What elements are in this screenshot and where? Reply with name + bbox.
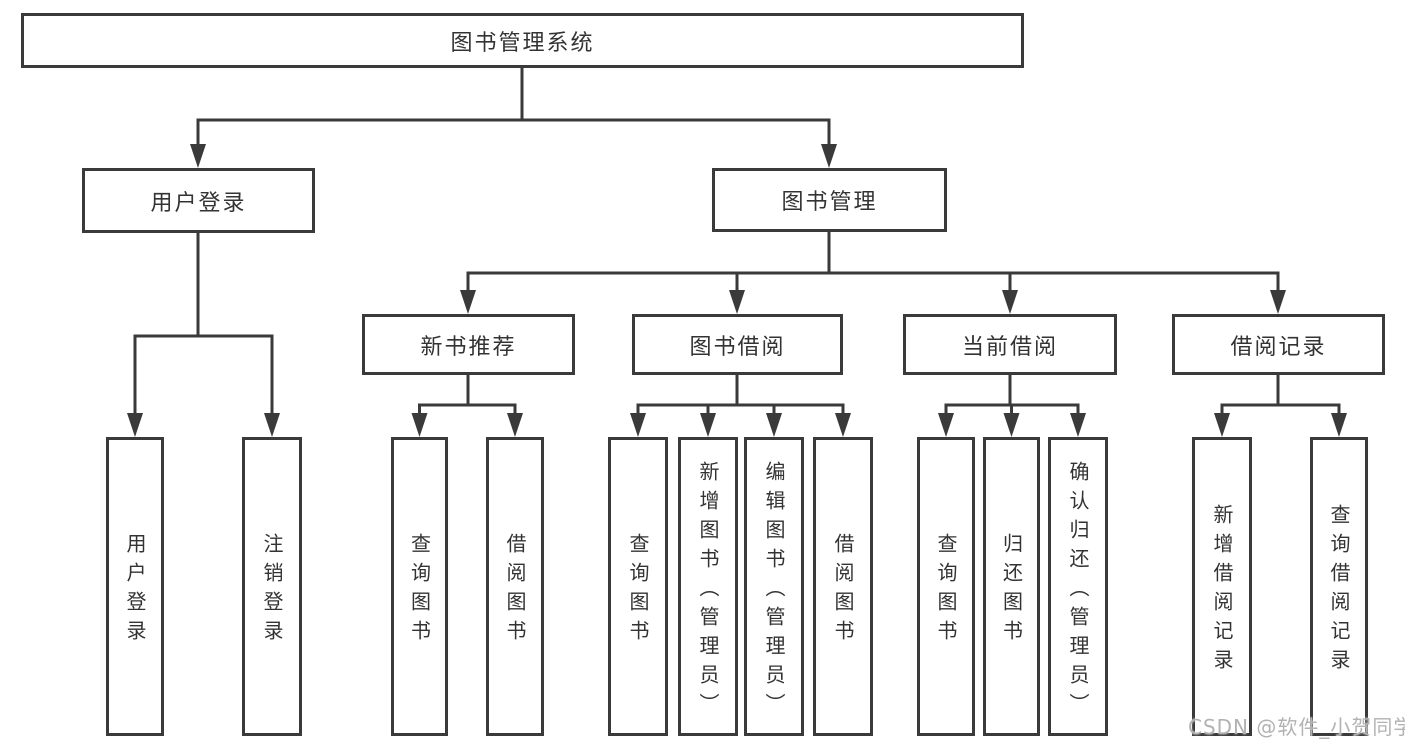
leaf-user-login-label: 用户登录 bbox=[123, 533, 147, 649]
connector-book-management-children bbox=[460, 232, 1286, 314]
leaf-add-books-admin: 新增图书（管理员） bbox=[678, 437, 738, 736]
connector-borrow-records-children bbox=[1214, 375, 1347, 437]
node-library-system-label: 图书管理系统 bbox=[450, 30, 595, 56]
node-book-management-label: 图书管理 bbox=[781, 190, 878, 215]
leaf-query-books-borrow-label: 查询图书 bbox=[626, 533, 650, 649]
leaf-borrow-books-recommend: 借阅图书 bbox=[486, 437, 544, 736]
node-user-login: 用户登录 bbox=[82, 168, 315, 233]
node-borrow-records: 借阅记录 bbox=[1172, 314, 1385, 375]
arrowhead-down-icon bbox=[1003, 413, 1020, 437]
arrowhead-down-icon bbox=[1331, 413, 1347, 437]
leaf-query-books-borrow: 查询图书 bbox=[608, 437, 668, 736]
leaf-add-borrow-record-label: 新增借阅记录 bbox=[1210, 504, 1234, 678]
leaf-query-books-recommend: 查询图书 bbox=[391, 437, 448, 736]
arrowhead-down-icon bbox=[190, 144, 206, 168]
node-book-borrow: 图书借阅 bbox=[632, 314, 843, 375]
arrowhead-down-icon bbox=[729, 290, 745, 314]
leaf-borrow-books-recommend-label: 借阅图书 bbox=[503, 533, 527, 649]
node-current-borrow-label: 当前借阅 bbox=[961, 334, 1058, 360]
leaf-query-borrow-record-label: 查询借阅记录 bbox=[1327, 504, 1351, 678]
leaf-user-login: 用户登录 bbox=[106, 437, 164, 736]
leaf-query-borrow-record: 查询借阅记录 bbox=[1310, 437, 1368, 736]
leaf-edit-books-admin: 编辑图书（管理员） bbox=[744, 437, 804, 736]
leaf-return-books: 归还图书 bbox=[983, 437, 1040, 736]
connector-user-login-children bbox=[127, 233, 280, 437]
arrowhead-down-icon bbox=[411, 413, 428, 437]
connector-root-to-level2 bbox=[190, 68, 837, 168]
leaf-return-books-label: 归还图书 bbox=[999, 533, 1024, 649]
connector-book-borrow-children bbox=[630, 375, 851, 437]
leaf-logout-label: 注销登录 bbox=[260, 533, 284, 649]
leaf-query-books-current: 查询图书 bbox=[917, 437, 975, 736]
node-library-system: 图书管理系统 bbox=[21, 13, 1024, 68]
connector-current-borrow-children bbox=[938, 375, 1086, 437]
arrowhead-down-icon bbox=[766, 413, 782, 437]
leaf-confirm-return-admin: 确认归还（管理员） bbox=[1048, 437, 1108, 736]
arrowhead-down-icon bbox=[835, 413, 851, 437]
leaf-edit-books-admin-label: 编辑图书（管理员） bbox=[762, 460, 786, 722]
node-new-book-recommend-label: 新书推荐 bbox=[420, 334, 517, 360]
arrowhead-down-icon bbox=[127, 413, 143, 437]
leaf-query-books-recommend-label: 查询图书 bbox=[407, 533, 432, 649]
csdn-watermark: CSDN @软件_小贺同学 bbox=[1188, 715, 1405, 739]
connector-new-book-recommend-children bbox=[411, 375, 523, 437]
arrowhead-down-icon bbox=[1270, 290, 1286, 314]
leaf-logout: 注销登录 bbox=[242, 437, 302, 736]
node-user-login-label: 用户登录 bbox=[150, 190, 247, 216]
arrowhead-down-icon bbox=[1214, 413, 1230, 437]
leaf-add-books-admin-label: 新增图书（管理员） bbox=[696, 460, 720, 722]
leaf-borrow-books-label: 借阅图书 bbox=[831, 533, 855, 649]
arrowhead-down-icon bbox=[460, 290, 476, 314]
node-book-borrow-label: 图书借阅 bbox=[689, 334, 786, 360]
node-borrow-records-label: 借阅记录 bbox=[1230, 334, 1327, 360]
arrowhead-down-icon bbox=[1002, 290, 1018, 314]
leaf-confirm-return-admin-label: 确认归还（管理员） bbox=[1066, 460, 1090, 722]
leaf-query-books-current-label: 查询图书 bbox=[934, 533, 958, 649]
arrowhead-down-icon bbox=[264, 413, 280, 437]
arrowhead-down-icon bbox=[507, 413, 523, 437]
node-book-management: 图书管理 bbox=[712, 168, 947, 232]
arrowhead-down-icon bbox=[630, 413, 646, 437]
arrowhead-down-icon bbox=[938, 413, 954, 437]
leaf-add-borrow-record: 新增借阅记录 bbox=[1192, 437, 1252, 736]
arrowhead-down-icon bbox=[700, 413, 716, 437]
node-current-borrow: 当前借阅 bbox=[903, 314, 1117, 375]
leaf-borrow-books: 借阅图书 bbox=[813, 437, 873, 736]
arrowhead-down-icon bbox=[821, 144, 837, 168]
node-new-book-recommend: 新书推荐 bbox=[362, 314, 575, 375]
arrowhead-down-icon bbox=[1070, 413, 1086, 437]
